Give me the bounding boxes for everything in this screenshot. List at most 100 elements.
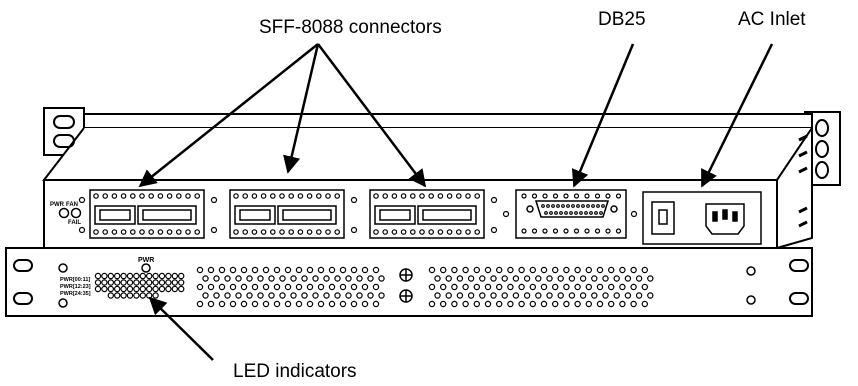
vent-hole	[434, 292, 441, 299]
vent-hole	[207, 266, 215, 274]
vent-hole	[224, 292, 231, 299]
vent-hole	[196, 300, 204, 308]
vent-hole	[378, 292, 385, 299]
vent-hole	[630, 283, 637, 291]
rear-status-leds	[58, 207, 82, 219]
vent-hole	[207, 300, 215, 308]
vent-hole	[218, 283, 226, 291]
vent-hole	[535, 275, 542, 282]
bracket-hole	[382, 229, 389, 235]
vent-hole	[540, 283, 548, 291]
bracket-hole	[306, 193, 313, 199]
bracket-hole	[373, 229, 379, 235]
vent-hole	[290, 292, 297, 299]
vent-hole	[273, 300, 281, 308]
vent-hole	[507, 300, 514, 308]
vent-hole	[345, 292, 352, 299]
pwr-led	[58, 207, 70, 219]
vent-hole	[279, 292, 286, 299]
vent-hole	[557, 292, 564, 299]
bracket-hole	[176, 193, 182, 199]
bracket-hole	[315, 193, 322, 199]
vent-hole	[552, 283, 559, 291]
vent-hole	[608, 300, 615, 308]
vent-hole	[467, 275, 475, 282]
vent-hole	[479, 292, 486, 299]
bracket-hole	[120, 193, 127, 199]
vent-hole	[284, 283, 292, 291]
vent-hole	[345, 275, 352, 282]
bracket-hole	[334, 193, 341, 199]
bracket-hole	[474, 193, 481, 199]
chassis-top-edge	[83, 113, 813, 129]
fail-label: FAIL	[68, 220, 81, 226]
vent-hole	[257, 275, 264, 282]
led-row-label-1: PWR[00:11]	[60, 277, 90, 283]
led-indicator	[126, 279, 134, 286]
bracket-hole	[148, 229, 155, 235]
db25-pin	[546, 204, 550, 208]
bracket-hole	[584, 193, 590, 199]
bracket-hole	[148, 193, 155, 199]
db25-pin	[569, 211, 573, 215]
db25-pin	[581, 204, 585, 208]
db25-screw	[526, 205, 534, 213]
led-indicator	[145, 279, 153, 286]
sff-8088-callout: SFF-8088 connectors	[259, 17, 442, 38]
vent-hole	[635, 275, 643, 282]
led-indicator	[107, 272, 115, 280]
vent-hole	[647, 292, 654, 299]
bracket-hole	[531, 228, 538, 234]
led-indicator	[107, 292, 115, 299]
vent-hole	[462, 300, 469, 308]
bracket-hole	[521, 228, 527, 234]
screw-hole	[210, 226, 218, 234]
bracket-hole	[446, 229, 453, 235]
vent-hole	[262, 266, 270, 274]
vent-hole	[328, 266, 336, 274]
led-indicator	[139, 279, 146, 286]
bracket-hole	[185, 193, 191, 199]
vent-hole	[323, 292, 330, 299]
vent-hole	[273, 266, 281, 274]
bracket-hole	[93, 193, 99, 199]
ear-slot	[53, 115, 75, 129]
vent-hole	[501, 292, 508, 299]
bracket-hole	[194, 193, 201, 199]
vent-hole	[529, 300, 537, 308]
vent-hole	[552, 266, 559, 274]
bracket-hole	[260, 229, 267, 235]
bracket-hole	[419, 229, 425, 235]
vent-hole	[301, 275, 308, 282]
db25-pin	[571, 204, 575, 208]
vent-hole	[613, 275, 620, 282]
vent-hole	[334, 292, 341, 299]
screw-hole	[78, 226, 86, 234]
db25-pin	[564, 211, 568, 215]
vent-hole	[196, 266, 204, 274]
vent-hole	[202, 292, 209, 299]
led-indicator	[165, 272, 172, 280]
ear-slot	[789, 259, 809, 272]
bracket-hole	[269, 229, 276, 235]
bracket-hole	[102, 193, 109, 199]
led-indicator	[113, 285, 121, 293]
bracket-hole	[297, 229, 304, 235]
vent-hole	[529, 266, 537, 274]
led-indicator	[139, 292, 146, 299]
vent-hole	[235, 292, 242, 299]
vent-hole	[372, 283, 380, 291]
vent-hole	[552, 300, 559, 308]
db25-arrow	[571, 43, 635, 188]
vent-hole	[523, 275, 531, 282]
vent-hole	[229, 266, 237, 274]
db25-callout: DB25	[598, 9, 646, 30]
led-indicator	[120, 285, 127, 293]
vent-hole	[518, 266, 525, 274]
led-indicator	[158, 285, 166, 293]
vent-hole	[323, 275, 330, 282]
bracket-hole	[242, 229, 249, 235]
bracket-hole	[306, 229, 313, 235]
db25-pin	[584, 211, 588, 215]
led-indicator	[113, 272, 121, 280]
